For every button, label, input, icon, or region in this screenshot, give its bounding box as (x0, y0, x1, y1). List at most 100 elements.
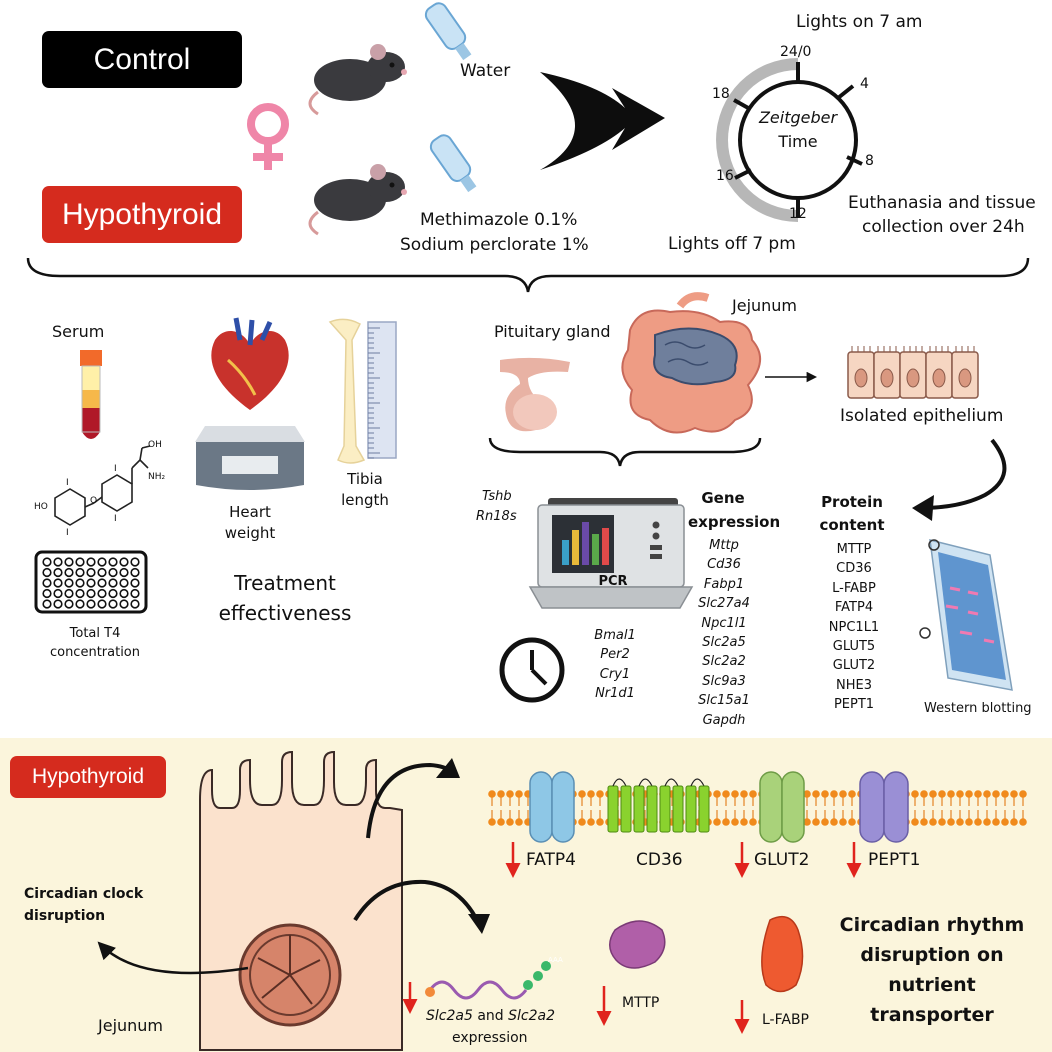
gene-item: Slc27a4 (698, 596, 750, 612)
arrow-to-circadian (97, 941, 249, 975)
drug-line-2: Sodium perclorate 1% (400, 235, 589, 255)
lipid-head (929, 790, 937, 798)
protein-item: GLUT5 (832, 639, 876, 655)
expression-label: expression (452, 1030, 528, 1046)
total-t4-line-1: Total T4 (69, 626, 121, 641)
time-label: Time (778, 132, 818, 151)
mttp-label: MTTP (622, 995, 660, 1011)
lipid-head (596, 790, 604, 798)
serum-label: Serum (52, 322, 105, 341)
well (130, 599, 140, 609)
lipid-head (578, 818, 586, 826)
cell-nucleus (958, 368, 972, 388)
lipid-head (803, 790, 811, 798)
mol-nh2: NH₂ (148, 472, 166, 482)
well (130, 588, 140, 599)
mol-o: O (90, 496, 98, 506)
lipid-head (731, 790, 739, 798)
cd36-loop (664, 778, 679, 787)
circadian-line-1: Circadian clock (24, 886, 144, 902)
lipid-head (938, 818, 946, 826)
well (86, 567, 96, 578)
mol-i-1: I (66, 478, 69, 488)
lipid-head (920, 790, 928, 798)
fatp4-label: FATP4 (526, 850, 576, 870)
cell-nucleus (880, 368, 894, 388)
zeitgeber-label: Zeitgeber (758, 108, 838, 127)
lipid-head (488, 818, 496, 826)
gene-expression-line-2: expression (688, 513, 781, 531)
well (86, 588, 96, 599)
tick-24: 24/0 (780, 44, 812, 60)
treatment-line-2: effectiveness (218, 601, 352, 625)
lipid-head (596, 818, 604, 826)
conclusion-line: transporter (870, 1004, 994, 1026)
well (75, 588, 85, 599)
lipid-head (740, 790, 748, 798)
lipid-head (1001, 790, 1009, 798)
conclusion: Circadian rhythm disruption on nutrient … (832, 910, 1032, 1030)
gene-item: Npc1l1 (701, 615, 747, 631)
tissue-brace (488, 437, 762, 467)
total-t4-line-2: concentration (49, 645, 141, 660)
cd36-helix (646, 785, 658, 833)
zeitgeber-clock (716, 58, 863, 222)
tick-4: 4 (860, 76, 869, 92)
gene-item: Slc2a5 (702, 635, 746, 651)
pituitary-gene-1: Tshb (482, 489, 512, 504)
control-badge: Control (42, 31, 242, 88)
well (108, 578, 118, 588)
mol-i-4: I (114, 514, 117, 524)
well (53, 588, 63, 599)
lipid-head (515, 790, 523, 798)
well (42, 557, 52, 567)
well (130, 567, 140, 578)
tick-8: 8 (865, 153, 874, 169)
protein-item: FATP4 (834, 600, 874, 616)
pituitary-label: Pituitary gland (494, 322, 611, 341)
lipid-head (848, 790, 856, 798)
lfabp-protein-icon (761, 915, 804, 993)
lipid-head (722, 790, 730, 798)
euthanasia-line-1: Euthanasia and tissue (848, 193, 1036, 213)
cd36-helix (659, 785, 671, 833)
well (86, 557, 96, 567)
pcr-label: PCR (598, 574, 628, 589)
lipid-head (965, 790, 973, 798)
cell-nucleus (906, 368, 920, 388)
jejunum-bottom-label: Jejunum (98, 1016, 164, 1035)
cell-nucleus (854, 368, 868, 388)
lipid-head (749, 818, 757, 826)
mol-ho: HO (34, 502, 48, 512)
arrow-head-western (912, 495, 934, 521)
gene-expression-line-1: Gene (701, 489, 745, 507)
clock-gene-item: Bmal1 (594, 628, 636, 643)
lipid-head (749, 790, 757, 798)
cd36-loop (638, 778, 653, 787)
lipid-head (1019, 818, 1027, 826)
t4-molecule-icon (54, 445, 151, 526)
gene-item: Slc2a2 (702, 654, 746, 670)
well (42, 567, 52, 578)
lipid-head (992, 790, 1000, 798)
well (53, 599, 63, 609)
epithelium-icon (847, 346, 979, 399)
arrow-head-expression (468, 914, 490, 934)
lipid-head (911, 790, 919, 798)
lipid-head (974, 818, 982, 826)
gene-slc2a5: Slc2a5 (426, 1008, 473, 1024)
gene-item: Mttp (709, 538, 739, 553)
well (53, 567, 63, 578)
lipid-head (497, 818, 505, 826)
and-label: and (472, 1008, 509, 1024)
lipid-head (587, 818, 595, 826)
water-label: Water (460, 61, 511, 81)
lipid-head (992, 818, 1000, 826)
mol-i-2: I (66, 528, 69, 538)
protein-item: CD36 (836, 561, 872, 577)
lipid-head (506, 790, 514, 798)
lipid-head (956, 818, 964, 826)
well (75, 557, 85, 567)
well (108, 557, 118, 567)
